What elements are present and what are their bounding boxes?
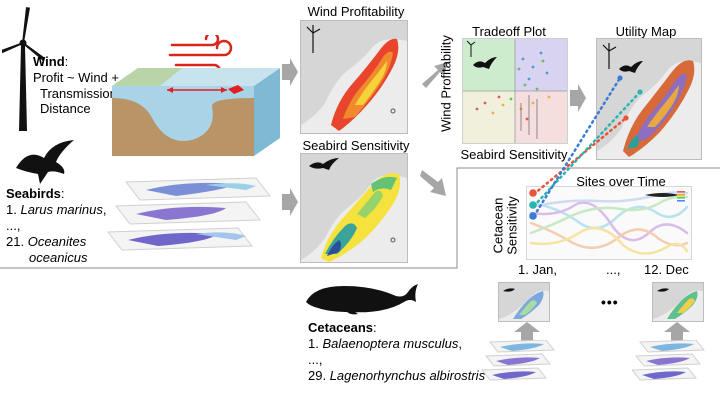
seabird-icon <box>16 140 74 184</box>
wind-line-2: Transmission <box>40 86 117 101</box>
cetaceans-item-2-name: Lagenorhynchus albirostris <box>329 368 486 383</box>
monthly-map-jan <box>498 282 550 322</box>
seabird-sensitivity-title: Seabird Sensitivity <box>302 138 410 153</box>
month-label-mid: ..., <box>606 262 621 277</box>
seabirds-heading-label: Seabirds <box>6 186 61 201</box>
seabirds-item-2: 21. Oceanites <box>6 234 86 249</box>
cetaceans-ellipsis: ..., <box>308 352 323 367</box>
tradeoff-plot-title: Tradeoff Plot <box>472 24 546 39</box>
arrow-wind-to-profit <box>282 58 298 86</box>
wind-profitability-title: Wind Profitability <box>307 4 405 19</box>
ocean-block-diagram <box>112 68 280 156</box>
cetaceans-item-2: 29. Lagenorhynchus albirostris <box>308 368 485 383</box>
seabirds-item-2-num: 21. <box>6 234 25 249</box>
cetaceans-item-1-name: Balaenoptera musculus <box>322 336 459 351</box>
seabirds-ellipsis: ..., <box>6 218 21 233</box>
arrow-up-left <box>514 322 540 342</box>
wind-turbine-icon <box>2 7 44 131</box>
seabirds-item-1-name: Larus marinus <box>20 202 103 217</box>
seabirds-heading: Seabirds: <box>6 186 65 201</box>
arrow-birds-to-sensitivity <box>282 188 298 216</box>
cetaceans-item-1: 1. Balaenoptera musculus, <box>308 336 462 351</box>
wind-line-3: Distance <box>40 101 91 116</box>
sites-over-time-title: Sites over Time <box>576 174 666 189</box>
arrow-up-right <box>664 322 690 342</box>
wind-line-1: Profit ~ Wind + <box>33 70 119 85</box>
cetaceans-item-2-num: 29. <box>308 368 327 383</box>
monthly-dots: ••• <box>601 294 619 310</box>
seabird-sensitivity-map <box>300 153 408 263</box>
seabirds-item-1-num: 1. <box>6 202 17 217</box>
wind-heading-label: Wind <box>33 54 65 69</box>
sites-over-time-chart <box>526 186 692 260</box>
cetaceans-heading: Cetaceans: <box>308 320 377 335</box>
arrow-tradeoff-to-utility <box>570 84 586 112</box>
monthly-map-dec <box>652 282 704 322</box>
seabirds-item-2-name-b: oceanicus <box>29 250 88 265</box>
month-label-start: 1. Jan, <box>518 262 558 277</box>
tradeoff-plot-chart <box>462 38 568 144</box>
seabirds-item-2-name-a: Oceanites <box>27 234 87 249</box>
cetaceans-heading-label: Cetaceans <box>308 320 374 335</box>
cetacean-layer-stack-dec <box>632 340 706 381</box>
seabirds-item-1: 1. Larus marinus, <box>6 202 107 217</box>
seabird-layer-stack <box>107 177 271 251</box>
whale-icon <box>306 284 418 315</box>
arrow-sensitivity-to-tradeoff <box>420 170 446 196</box>
utility-map <box>596 38 702 160</box>
cetaceans-item-1-num: 1. <box>308 336 319 351</box>
wind-heading: Wind: <box>33 54 69 69</box>
month-label-end: 12. Dec <box>644 262 689 277</box>
arrow-profit-to-tradeoff <box>422 62 448 88</box>
utility-map-title: Utility Map <box>615 24 677 39</box>
cetacean-layer-stack-jan <box>482 340 556 381</box>
wind-profitability-map <box>300 20 408 134</box>
tradeoff-x-label: Seabird Sensitivity <box>460 147 568 162</box>
